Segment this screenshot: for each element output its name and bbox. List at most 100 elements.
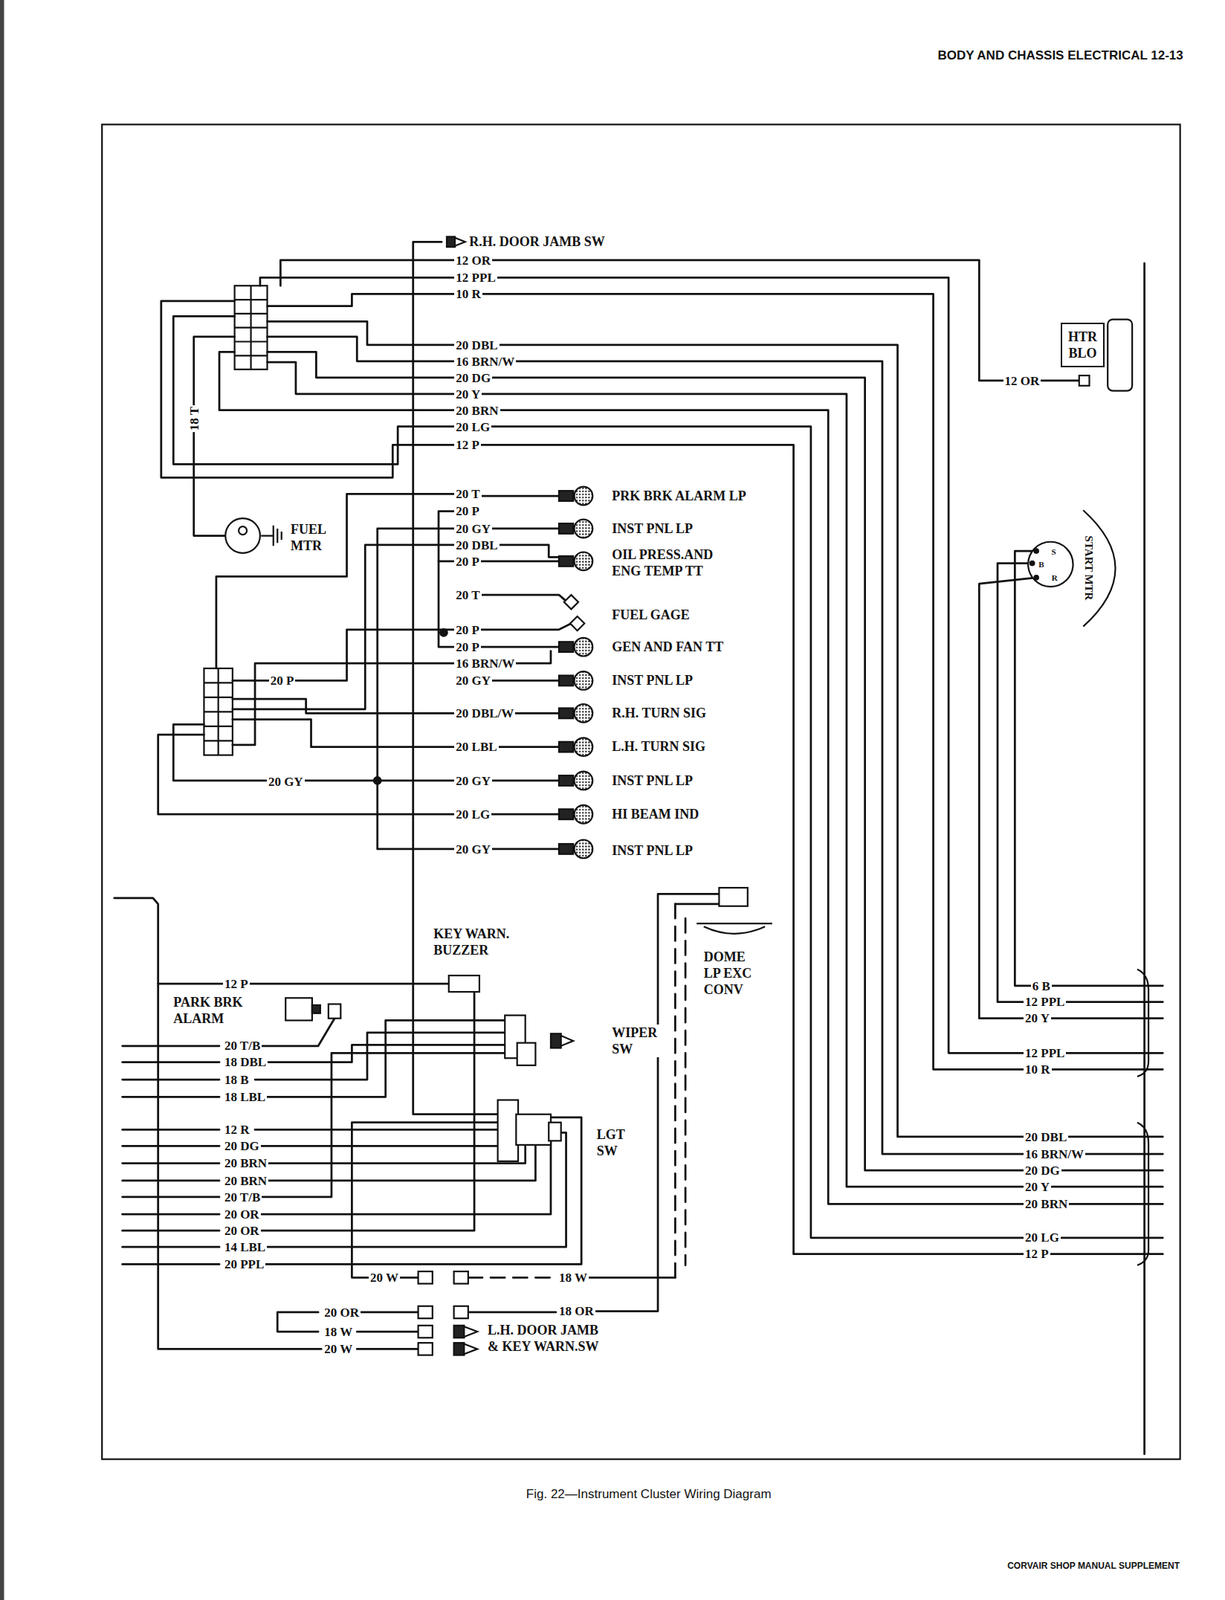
dashed-wire [674,903,677,1278]
wire-label: 18 T [186,404,201,432]
lamp-label: GEN AND FAN TT [611,638,724,655]
wire [586,893,719,1311]
wire-label: 20 Y [1023,1010,1052,1026]
buzzer-symbol [448,975,480,992]
junction-dot [373,776,382,785]
wire-label: 12 P [1023,1246,1051,1261]
component-name: INST PNL LP [611,520,693,537]
connector [454,1271,469,1283]
lamp-bulb [574,805,594,824]
wire-label: 20 GY [266,774,305,789]
lamp-bulb [574,637,594,657]
wire-label: 20 P [269,673,296,688]
wire-label: 20 P [454,503,481,519]
lamp-bulb [574,486,594,506]
wire-label: 10 R [1023,1062,1052,1077]
connector [418,1306,433,1318]
wire-label: 20 DG [222,1138,261,1153]
wire-label: 12 R [222,1122,252,1137]
wire [469,594,566,601]
switch-symbol [463,1326,478,1337]
wire-label: 20 W [368,1269,400,1284]
wire-label: 20 LBL [454,739,499,754]
alarm-symbol [312,1004,321,1014]
connector [718,887,748,907]
wire-label: 6 B [1030,978,1052,993]
wire-label: 12 P [454,437,481,452]
wire-label: 12 P [222,975,250,991]
wire [978,577,1037,1019]
wire-label: 16 BRN/W [1023,1146,1086,1161]
wire-label: 18 B [222,1071,251,1086]
wire-label: 20 GY [454,773,493,788]
wire [122,1229,220,1232]
wire-label: 20 Y [454,386,482,401]
wire [254,991,475,1231]
lamp-label: HI BEAM IND [611,805,699,823]
wire [674,903,719,906]
terminal-letter: R [1051,573,1059,582]
wire-label: 20 DG [454,370,493,385]
wire-label: 20 LG [1023,1230,1061,1245]
wire [277,1311,319,1332]
component-name: FUEL GAGE [611,606,690,623]
component-name: GEN AND FAN TT [611,638,724,655]
wire-label: 20 DBL/W [454,706,516,721]
component-name: INST PNL LP [611,772,693,789]
wire-label: 20 P [454,639,481,654]
wire [122,1144,220,1147]
lamp-socket [558,707,574,719]
wire [232,719,460,748]
connector [454,237,466,247]
wire [267,336,460,362]
wire [122,1128,220,1131]
harness-bundle [1137,1122,1149,1266]
wire-label: 12 PPL [1023,1045,1066,1060]
page-header: BODY AND CHASSIS ELECTRICAL 12-13 [937,48,1183,64]
switch-label: LGT SW [596,1126,629,1159]
lamp-label: L.H. TURN SIG [611,738,706,755]
wire [114,897,322,1350]
connector [418,1271,433,1283]
component-name: L.H. TURN SIG [611,738,706,755]
starter-label: START MTR [1080,535,1098,601]
switch-symbol [517,1042,536,1066]
wire-label: 20 LG [454,419,492,434]
wire [232,629,439,681]
wire-label: 20 T/B [222,1189,262,1204]
terminal-letter: B [1037,559,1045,568]
component-name: INST PNL LP [611,842,693,859]
lamp-socket [558,775,574,786]
wire-label: 12 PPL [454,270,497,285]
wire [254,1144,499,1147]
lamp-label: DOME LP EXC CONV [703,948,756,998]
wire [463,410,1163,1205]
wire-label: 20 DBL [454,337,499,352]
wire [122,1262,220,1266]
lamp-label: INST PNL LP [611,671,693,689]
component-name: LGT SW [596,1126,629,1159]
wire [356,1347,418,1350]
wire [463,426,1163,1238]
wire [469,495,559,498]
fuel-meter-symbol [225,518,261,554]
wire-label: 20 T/B [222,1038,262,1053]
wire [469,559,559,562]
figure-frame [101,124,1180,1459]
wire [267,321,460,345]
wire [254,1019,505,1097]
alarm-symbol [285,997,313,1020]
wire [122,1078,220,1081]
connector [328,1003,341,1018]
wire [254,1018,335,1046]
switch-symbol [463,1343,478,1355]
lamp-socket [558,675,574,687]
wire-label: 16 BRN/W [454,655,516,670]
harness-bundle [1137,969,1149,1077]
lamp-bulb [574,771,594,791]
wire [122,1213,220,1216]
fuel-meter-symbol [238,526,247,535]
switch-symbol [498,1100,519,1162]
wire [232,663,460,745]
